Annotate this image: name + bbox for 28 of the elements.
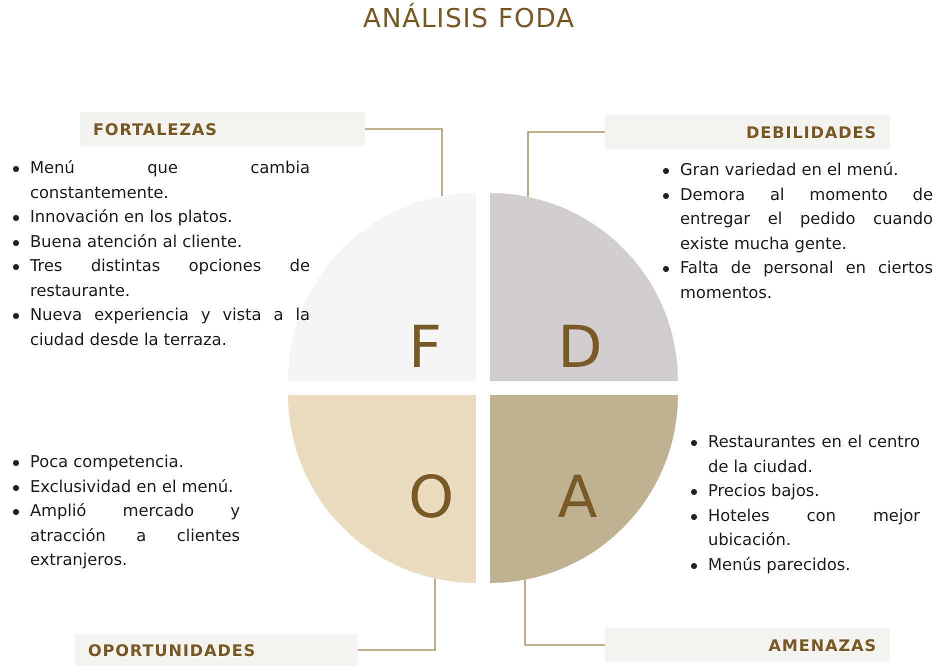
bullet-text: Buena atención al cliente.: [30, 230, 244, 252]
section-heading: FORTALEZAS: [80, 112, 365, 146]
quadrant-letter: D: [558, 313, 602, 382]
bullet-text: Menús parecidos.: [708, 554, 852, 576]
bullet-text: Innovación en los platos.: [30, 206, 234, 228]
bullet-text: Menú que cambia constantemente.: [30, 157, 310, 204]
bullet-text: Precios bajos.: [708, 480, 820, 502]
leader-line: [365, 128, 443, 196]
bullet-text: Falta de personal en ciertos momentos.: [680, 257, 933, 304]
quadrant-letter: A: [558, 462, 598, 531]
title: ANÁLISIS FODA: [362, 4, 576, 34]
section-heading: AMENAZAS: [605, 628, 890, 662]
leader-line: [524, 580, 605, 646]
bullet-text: Poca competencia.: [30, 451, 185, 473]
quadrant-letter: F: [408, 313, 442, 382]
bullet-text: Nueva experiencia y vista a la ciudad desde la terraza.: [30, 304, 310, 350]
bullet-text: Hoteles con mejor ubicación.: [708, 504, 920, 551]
bullet-text: Gran variedad en el menú.: [680, 159, 900, 181]
section-heading: DEBILIDADES: [605, 115, 890, 149]
quadrant-letter: O: [408, 462, 454, 531]
bullet-text: Restaurantes en el centro de la ciudad.: [708, 431, 920, 478]
bullet-text: Amplió mercado y atracción a clientes extranjeros.: [30, 500, 240, 571]
bullet-text: Exclusividad en el menú.: [30, 476, 234, 498]
leader-line: [358, 578, 436, 651]
section-heading: OPORTUNIDADES: [75, 634, 358, 666]
bullet-text: Demora al momento de entregar el pedido cuando existe mucha gente.: [680, 184, 933, 254]
leader-line: [527, 131, 605, 197]
bullet-text: Tres distintas opciones de restaurante.: [30, 255, 310, 302]
